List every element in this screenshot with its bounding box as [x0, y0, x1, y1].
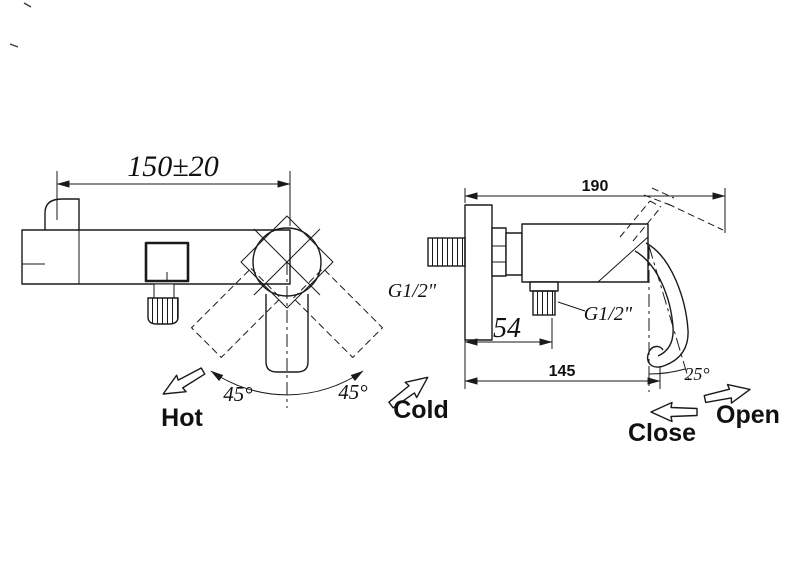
- handle-position-right-dashed: [292, 267, 383, 358]
- mixer-body: [21, 198, 291, 325]
- dimension-54: 54: [464, 313, 553, 350]
- lever-angle-label: 25°: [684, 364, 709, 384]
- dimension-145: 145: [464, 350, 661, 389]
- mixer-body-side: [521, 223, 649, 283]
- handle-position-left-dashed: [191, 267, 282, 358]
- close-label: Close: [628, 419, 696, 447]
- lever-open-dashed: [619, 187, 724, 242]
- dim-54-label: 54: [493, 313, 521, 344]
- cold-direction: Cold: [384, 369, 449, 424]
- hot-direction: Hot: [157, 362, 209, 432]
- rotation-angle: 45° 45°: [210, 370, 368, 406]
- inlet-thread-label: G1/2": [388, 280, 437, 302]
- open-label: Open: [716, 401, 780, 429]
- diverter-knob: [147, 283, 179, 325]
- dim-145-label: 145: [549, 363, 576, 380]
- wall-plate: [464, 204, 493, 341]
- cold-label: Cold: [393, 396, 449, 424]
- close-direction: Close: [628, 401, 698, 447]
- hot-label: Hot: [161, 404, 203, 432]
- connector-nut: [491, 227, 523, 277]
- scan-artifact: [9, 2, 32, 48]
- outlet-thread-label: G1/2": [584, 303, 633, 325]
- dim-150-label: 150±20: [127, 150, 218, 183]
- open-direction: Open: [702, 379, 780, 429]
- front-view: 150±20: [21, 150, 449, 432]
- angle-45-left-label: 45°: [223, 382, 253, 406]
- angle-45-right-label: 45°: [338, 380, 368, 404]
- handle-assembly: [191, 215, 383, 408]
- outlet-connector: G1/2": [529, 281, 633, 325]
- dimension-150: 150±20: [56, 150, 291, 226]
- hot-arrow-icon: [157, 362, 209, 403]
- inlet-connector: G1/2": [388, 237, 466, 302]
- dimension-190: 190: [464, 178, 726, 233]
- side-view: 190 G1/2": [388, 178, 780, 447]
- dim-190-label: 190: [582, 178, 609, 195]
- lever-angle: 25°: [648, 245, 710, 392]
